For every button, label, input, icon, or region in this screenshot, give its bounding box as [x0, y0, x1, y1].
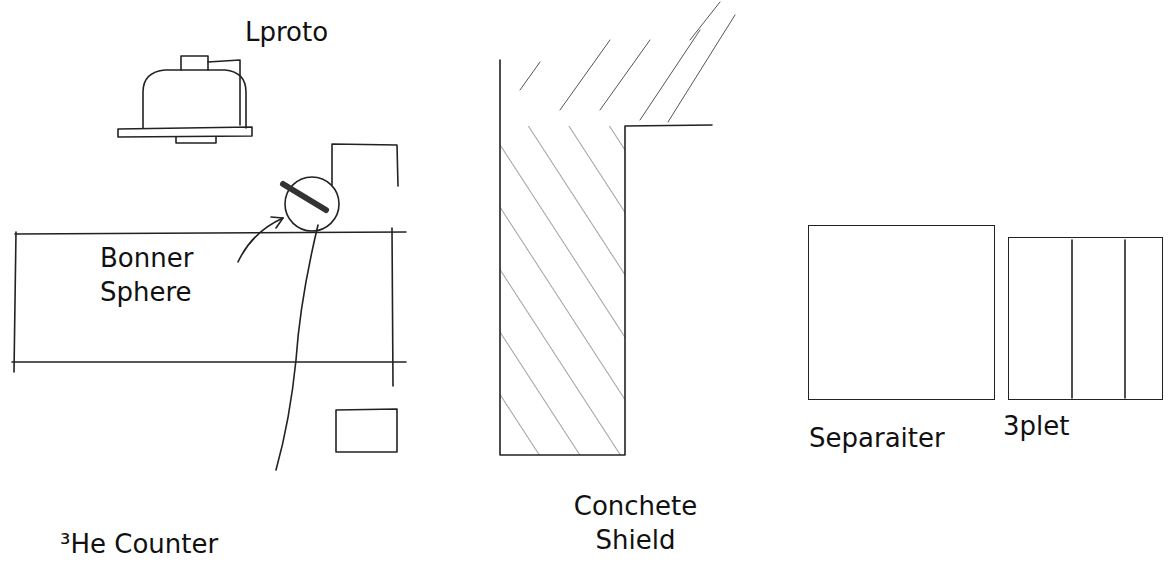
- concrete-shield: [500, 2, 735, 455]
- table-band: [12, 228, 406, 386]
- part-label: Lproto: [245, 16, 328, 50]
- component-box: 3plet: [1008, 237, 1163, 400]
- part-label: Bonner Sphere: [100, 242, 240, 310]
- part-label: ³He Counter: [60, 528, 218, 562]
- leader-line: [238, 218, 283, 262]
- component-label: 3plet: [1003, 411, 1069, 441]
- small-block: [332, 144, 398, 186]
- leader-arrowhead: [271, 217, 283, 228]
- small-block: [336, 409, 397, 452]
- lproto-device: [118, 56, 252, 143]
- part-label: Conchete Shield: [548, 490, 723, 558]
- quad-divider: [1124, 240, 1126, 398]
- component-box: Separaiter: [808, 225, 995, 400]
- component-label: Separaiter: [809, 423, 945, 453]
- quad-divider: [1071, 240, 1073, 398]
- detector-bar: [283, 184, 326, 210]
- counter-cable: [276, 225, 318, 470]
